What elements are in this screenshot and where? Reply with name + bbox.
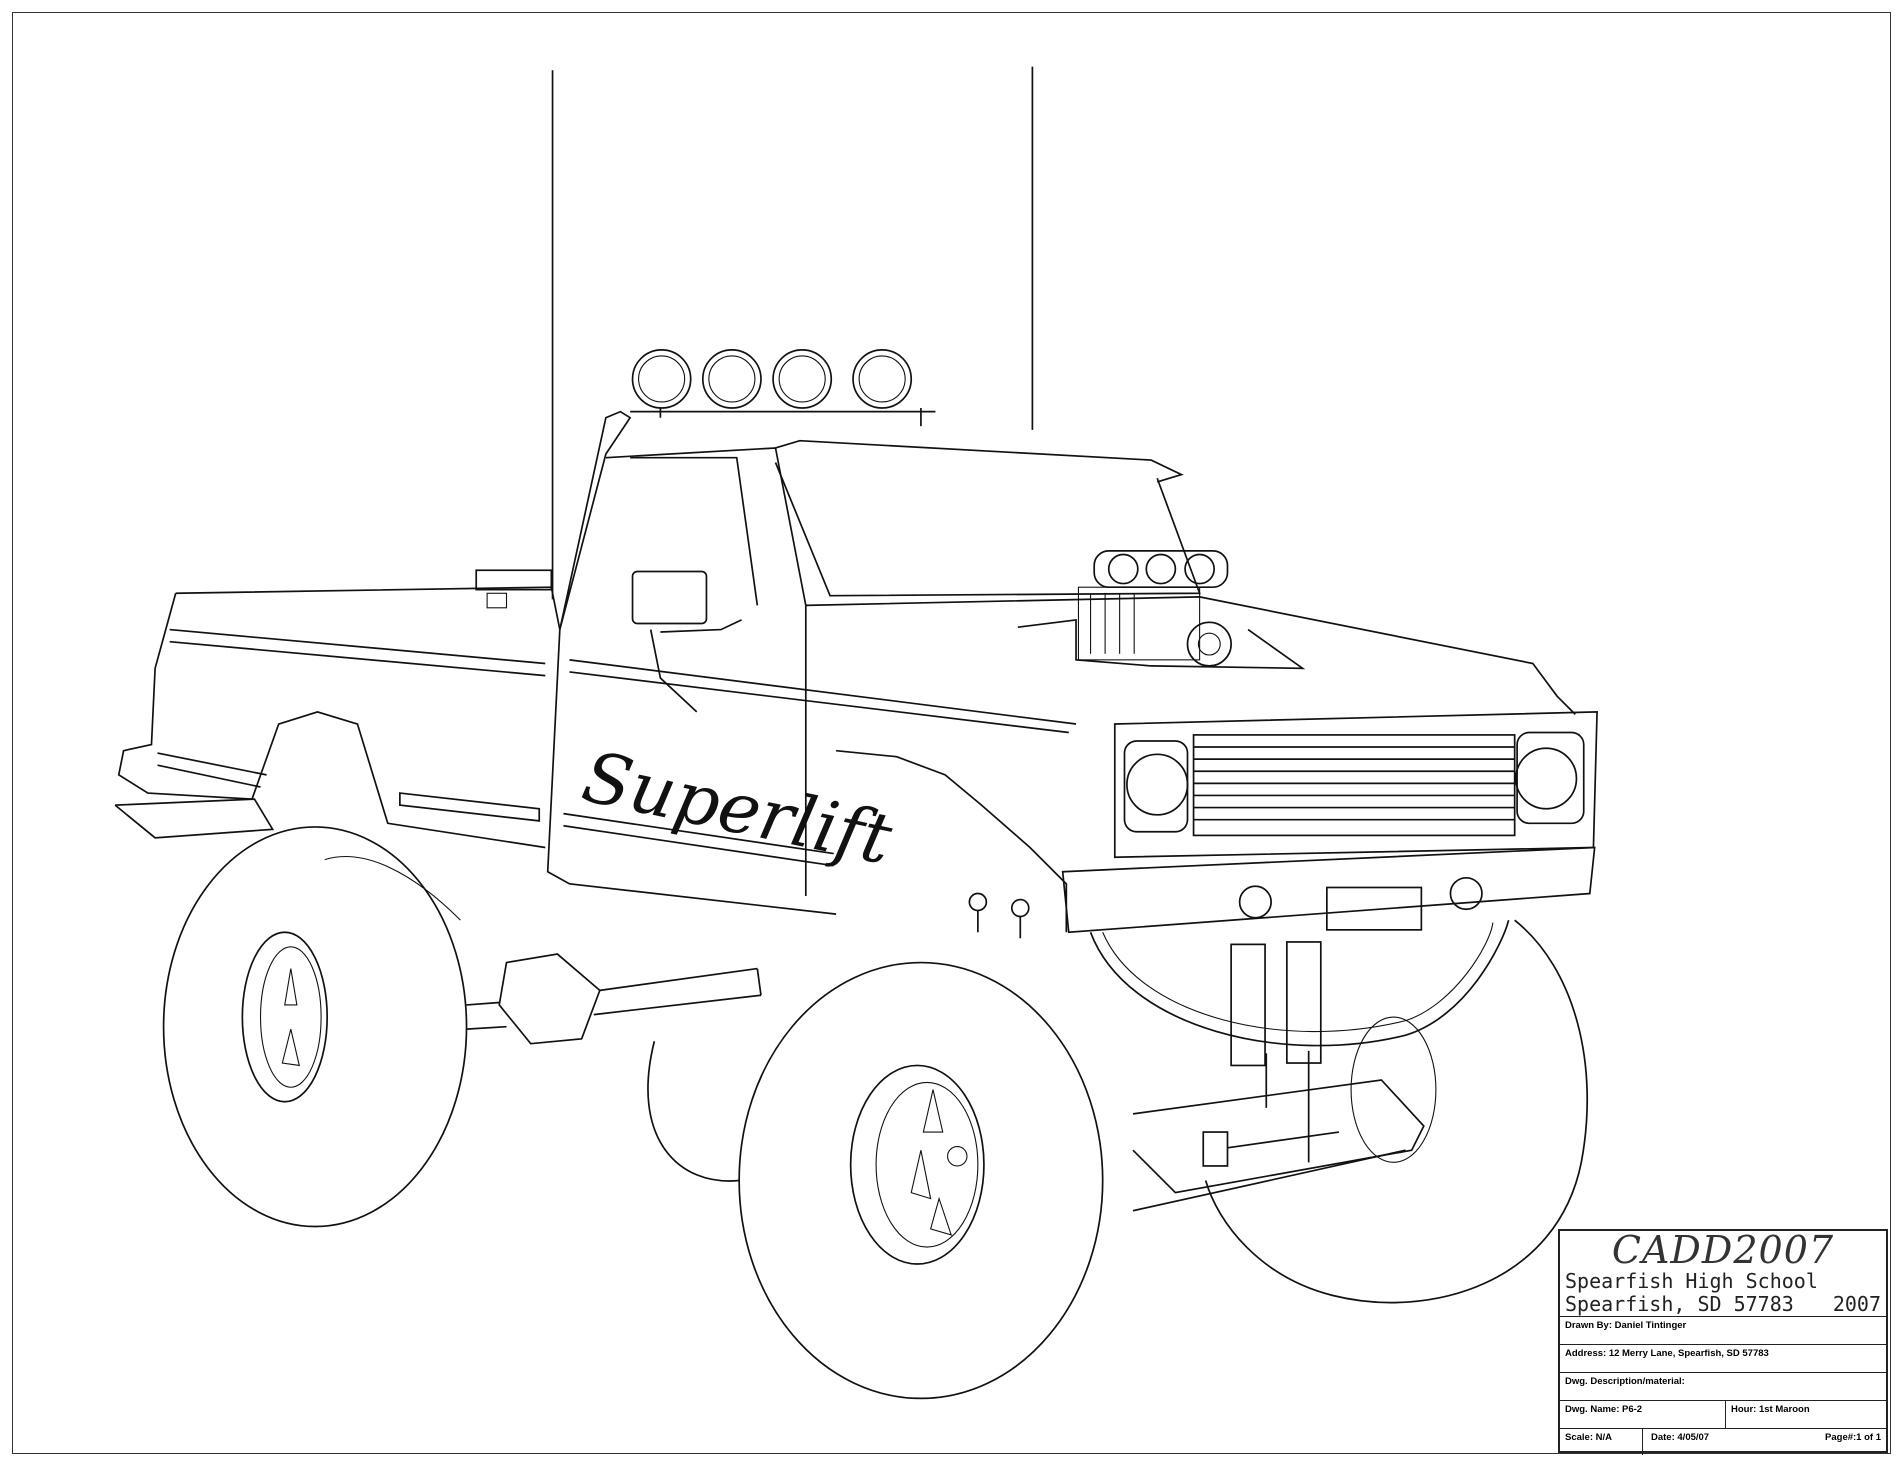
front-grille (1113, 711, 1598, 859)
drawing-border (12, 12, 1891, 1454)
front-wheel-near (738, 961, 1104, 1400)
scale-cell: Scale: N/A (1565, 1429, 1643, 1455)
roof-lights (630, 349, 936, 427)
cadd-title: CADD2007 (1611, 1228, 1835, 1272)
scale: Scale: N/A (1565, 1432, 1612, 1443)
supercharger (1077, 550, 1232, 667)
name-hour-row: Dwg. Name: P6-2 Hour: 1st Maroon (1560, 1401, 1886, 1429)
front-bumper (1061, 846, 1596, 934)
school-city-line: Spearfish, SD 57783 2007 (1565, 1293, 1881, 1315)
description: Dwg. Description/material: (1565, 1376, 1685, 1387)
front-suspension (968, 892, 1510, 1212)
rear-axle (466, 953, 762, 1045)
drawn-by: Drawn By: Daniel Tintinger (1565, 1320, 1687, 1331)
address: Address: 12 Merry Lane, Spearfish, SD 57… (1565, 1348, 1769, 1359)
address-row: Address: 12 Merry Lane, Spearfish, SD 57… (1560, 1345, 1886, 1373)
rear-wheel-left (162, 826, 468, 1228)
year: 2007 (1832, 1292, 1881, 1316)
date: Date: 4/05/07 (1651, 1432, 1710, 1443)
superlift-logo: Superlift (576, 736, 900, 881)
school-city: Spearfish, SD 57783 (1565, 1292, 1794, 1316)
page-number: Page#:1 of 1 (1825, 1432, 1881, 1443)
dwg-name-cell: Dwg. Name: P6-2 (1565, 1401, 1726, 1428)
title-block-header: CADD2007 Spearfish High School Spearfish… (1560, 1231, 1886, 1317)
description-row: Dwg. Description/material: (1560, 1373, 1886, 1401)
truck-bed (114, 569, 561, 921)
dwg-name: Dwg. Name: P6-2 (1565, 1404, 1643, 1415)
rear-wheel-far (647, 1041, 740, 1182)
front-wheel-far (1204, 919, 1589, 1304)
school-name: Spearfish High School (1565, 1269, 1818, 1293)
title-block: CADD2007 Spearfish High School Spearfish… (1558, 1229, 1888, 1455)
headlight-right (1515, 747, 1578, 810)
scale-date-row: Scale: N/A Date: 4/05/07 Page#:1 of 1 (1560, 1429, 1886, 1455)
hour: Hour: 1st Maroon (1731, 1404, 1810, 1415)
truck-cab: Superlift (546, 410, 1201, 915)
hood (569, 596, 1576, 933)
drawn-by-row: Drawn By: Daniel Tintinger (1560, 1317, 1886, 1345)
headlight-left (1126, 753, 1189, 816)
